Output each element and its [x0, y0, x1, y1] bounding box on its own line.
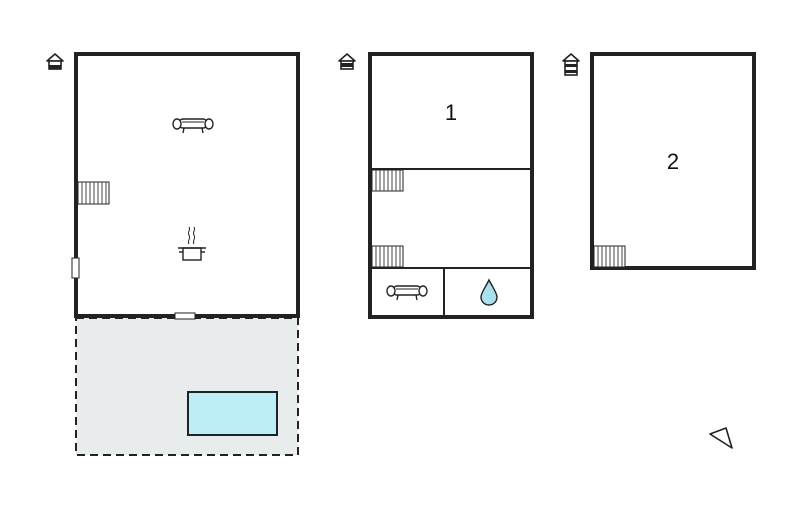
house-first-floor-icon — [338, 53, 356, 70]
swimming-pool — [187, 391, 278, 436]
water-drop-icon — [480, 278, 498, 306]
second-floor-walls — [590, 52, 756, 270]
house-ground-floor-icon — [46, 53, 64, 70]
first-floor: 1 — [338, 52, 534, 319]
staircase — [77, 181, 110, 205]
staircase — [593, 245, 626, 268]
door-west — [71, 257, 80, 279]
ground-floor — [46, 52, 300, 320]
north-arrow-icon — [709, 427, 733, 449]
second-floor: 2 — [562, 52, 756, 270]
sofa-icon — [172, 118, 214, 134]
staircase — [371, 169, 404, 192]
first-floor-walls — [368, 52, 534, 319]
house-second-floor-icon — [562, 53, 580, 76]
door-south — [174, 312, 196, 320]
cooking-pot-icon — [178, 226, 206, 261]
sofa-icon — [386, 285, 428, 301]
room-label-1: 1 — [445, 100, 457, 125]
room-label-2: 2 — [667, 149, 679, 174]
staircase — [371, 245, 404, 268]
